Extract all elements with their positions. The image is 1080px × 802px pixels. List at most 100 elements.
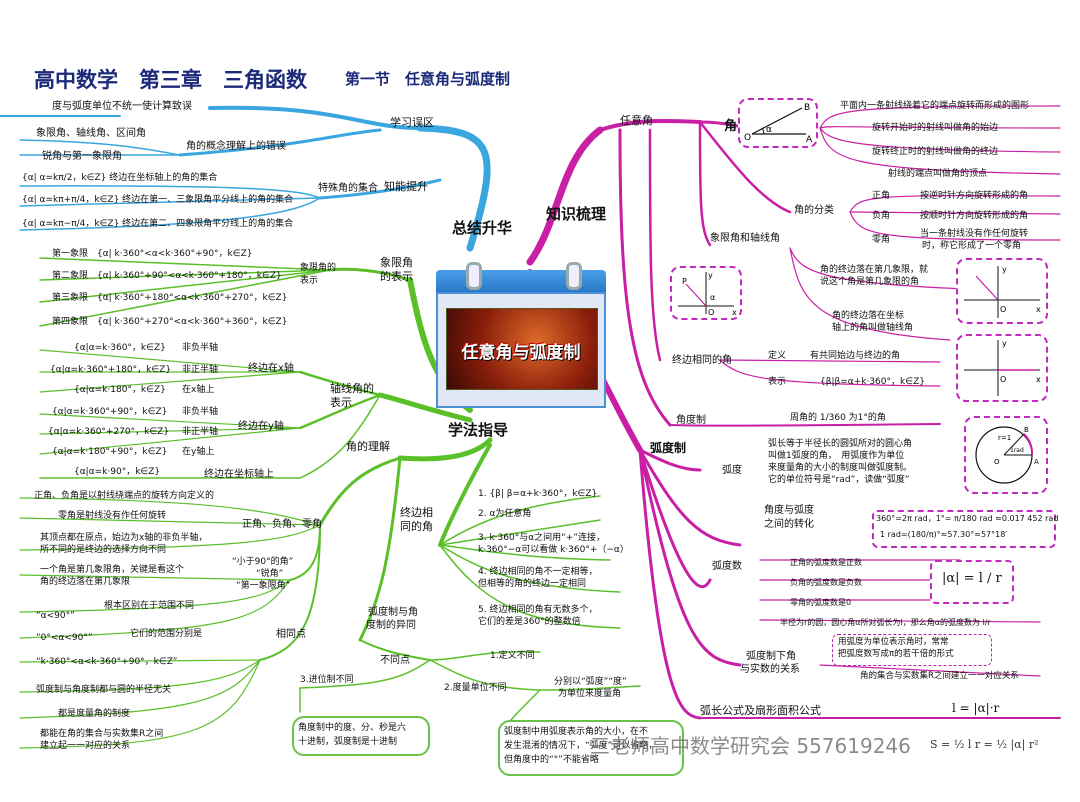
node-coterm-a[interactable]: 终边相 <box>400 506 433 519</box>
node-axis-rep[interactable]: 轴线角的表示 <box>330 382 374 409</box>
node-radnum[interactable]: 弧度数 <box>712 561 742 572</box>
node-pnz[interactable]: 正角、负角、零角 <box>242 519 322 530</box>
degree-def: 周角的 1/360 为1°的角 <box>790 413 886 423</box>
sector-formula: S = ½ l r = ½ |α| r² <box>930 738 1039 751</box>
arc-formula: l = |α|·r <box>952 701 1000 715</box>
diff-4-box <box>498 720 684 776</box>
quadrant-figure: P α O x y <box>670 266 742 320</box>
map-1b: 把弧度数写成π的若干倍的形式 <box>838 649 954 659</box>
radnum-2: 负角的弧度数是负数 <box>790 578 862 587</box>
radian-def-c: 来度量角的大小的制度叫做弧度制。 <box>768 463 913 473</box>
node-understanding[interactable]: 角的理解 <box>346 440 390 453</box>
quadrant-figure-2-label-x: x <box>1036 305 1041 314</box>
diff-4b: 发生混淆的情况下，“弧度”可以省略， <box>504 741 658 751</box>
node-degree[interactable]: 角度制 <box>676 415 706 426</box>
node-angle[interactable]: 角 <box>724 119 738 134</box>
node-special-set[interactable]: 特殊角的集合 <box>318 183 378 194</box>
radian-figure: B A O r=1 1rad <box>964 416 1048 494</box>
coterm-2: 2. α为任意角 <box>478 509 532 519</box>
angle-figure-label-alpha: α <box>766 125 772 135</box>
quadrant-desc-b: 说这个角是第几象限的角 <box>820 277 920 287</box>
mistake-2: 象限角、轴线角、区间角 <box>36 128 146 139</box>
axis-diagram: x y O <box>964 339 1041 396</box>
node-map-b: 与实数的关系 <box>740 664 800 675</box>
special-3: {α| α=kπ−π/4，k∈Z} 终边在第二、四象限角平分线上的角的集合 <box>22 219 294 229</box>
quadrant-figure-2-label-O: O <box>1000 305 1006 314</box>
special-2: {α| α=kπ+π/4，k∈Z} 终边在第一、三象限角平分线上的角的集合 <box>22 195 294 205</box>
axis-desc-a: 角的终边落在坐标 <box>832 311 905 321</box>
node-coterminal[interactable]: 终边相同的角 <box>672 355 732 366</box>
binder-ring-left <box>466 262 482 290</box>
node-arc[interactable]: 弧长公式及扇形面积公式 <box>700 704 821 717</box>
node-quadrant-rep-2[interactable]: 象限角 <box>380 256 413 269</box>
axis-figure-label-O: O <box>1000 375 1006 384</box>
radian-def-a: 弧长等于半径长的圆弧所对的圆心角 <box>768 439 913 449</box>
node-diff-a[interactable]: 弧度制与角 <box>368 607 418 618</box>
node-arbitrary[interactable]: 任意角 <box>620 114 653 127</box>
angle-figure: B A O α <box>738 98 818 148</box>
axis-set-4: {α|α=k·360°+90°，k∈Z} <box>52 407 168 417</box>
node-quadrant-rep[interactable]: 象限角的表示 <box>300 263 337 286</box>
axis-label-6: 在y轴上 <box>182 447 215 457</box>
understand-3b: 所不同的是终边的选择方向不同 <box>40 545 167 555</box>
angle-figure-label-A: A <box>806 135 813 145</box>
understand-5: 根本区别在于范围不同 <box>104 601 195 611</box>
quadrant-figure-label-x: x <box>732 308 737 317</box>
node-concept-error[interactable]: 角的概念理解上的错误 <box>186 141 286 152</box>
axis-label-1: 非负半轴 <box>182 343 219 353</box>
coterm-5a: 5. 终边相同的角有无数多个， <box>478 605 598 615</box>
quadrant-figure-2-label-y: y <box>1002 265 1007 274</box>
page-subtitle: 第一节 任意角与弧度制 <box>345 70 511 88</box>
node-x-axis[interactable]: 终边在x轴 <box>248 363 294 374</box>
class-neg-desc: 按顺时针方向旋转形成的角 <box>920 211 1029 221</box>
mistake-1: 度与弧度单位不统一使计算致误 <box>52 101 192 112</box>
diff-3b: 十进制，弧度制是十进制 <box>298 737 398 747</box>
node-convert-a[interactable]: 角度与弧度 <box>764 505 814 516</box>
understand-6: “α<90°” <box>36 611 75 621</box>
node-convert-b: 之间的转化 <box>764 519 814 530</box>
node-map-a[interactable]: 弧度制下角 <box>746 651 796 662</box>
quadrant-axes-diagram-2: x y O <box>964 265 1041 318</box>
angle-diagram: B A O α <box>744 103 813 145</box>
diff-2a: 分别以“弧度”“度” <box>554 677 627 687</box>
convert-2: 1 rad=(180/π)°≈57.30°≈57°18′ <box>880 530 1008 539</box>
radian-figure-label-1rad: 1rad <box>1010 447 1024 454</box>
axis-set-7: {α|α=k·90°，k∈Z} <box>74 467 161 477</box>
node-same[interactable]: 相同点 <box>276 629 306 640</box>
center-card: 任意角与弧度制 <box>436 262 606 408</box>
node-radian-sys[interactable]: 弧度制 <box>650 441 687 455</box>
convert-box <box>872 510 1056 548</box>
understand-2: 零角是射线没有作任何旋转 <box>58 511 167 521</box>
class-zero: 零角 <box>872 235 891 245</box>
coterm-3a: 3. k·360°与α之间用“+”连接， <box>478 533 605 543</box>
branch-review[interactable]: 总结升华 <box>452 219 513 237</box>
axis-label-5: 非正半轴 <box>182 427 219 437</box>
quadrant-figure-2: x y O <box>956 258 1048 324</box>
radnum-1: 正角的弧度数是正数 <box>790 558 862 567</box>
branch-knowledge[interactable]: 知识梳理 <box>546 205 607 223</box>
understand-1: 正角、负角是以射线绕端点的旋转方向定义的 <box>34 491 215 501</box>
coterm-1: 1. {β| β=α+k·360°，k∈Z} <box>478 489 598 499</box>
diff-3: 3.进位制不同 <box>300 675 354 685</box>
node-lt90-a[interactable]: “小于90°的角” <box>232 557 294 567</box>
node-quadrant-axis[interactable]: 象限角和轴线角 <box>710 233 780 244</box>
node-radian[interactable]: 弧度 <box>722 465 742 476</box>
quadrant-desc-a: 角的终边落在第几象限，就 <box>820 265 929 275</box>
branch-method[interactable]: 学法指导 <box>448 421 509 439</box>
node-y-axis[interactable]: 终边在y轴 <box>238 421 284 432</box>
class-neg: 负角 <box>872 211 891 221</box>
radian-figure-label-O: O <box>994 458 1000 466</box>
node-classify[interactable]: 角的分类 <box>794 205 834 216</box>
same-3a: 都能在角的集合与实数集R之间 <box>40 729 164 739</box>
diff-3-box <box>292 716 430 756</box>
node-mistakes[interactable]: 学习误区 <box>390 116 434 129</box>
class-pos-desc: 按逆时针方向旋转形成的角 <box>920 191 1029 201</box>
same-2: 都是度量角的制度 <box>58 709 131 719</box>
diff-2: 2.度量单位不同 <box>444 683 507 693</box>
radian-figure-label-r: r=1 <box>998 434 1011 442</box>
node-notsame[interactable]: 不同点 <box>380 655 410 666</box>
map-1a: 用弧度为单位表示角时，常常 <box>838 637 949 647</box>
page-title: 高中数学 第三章 三角函数 <box>34 68 307 92</box>
node-improve[interactable]: 知能提升 <box>384 180 428 193</box>
